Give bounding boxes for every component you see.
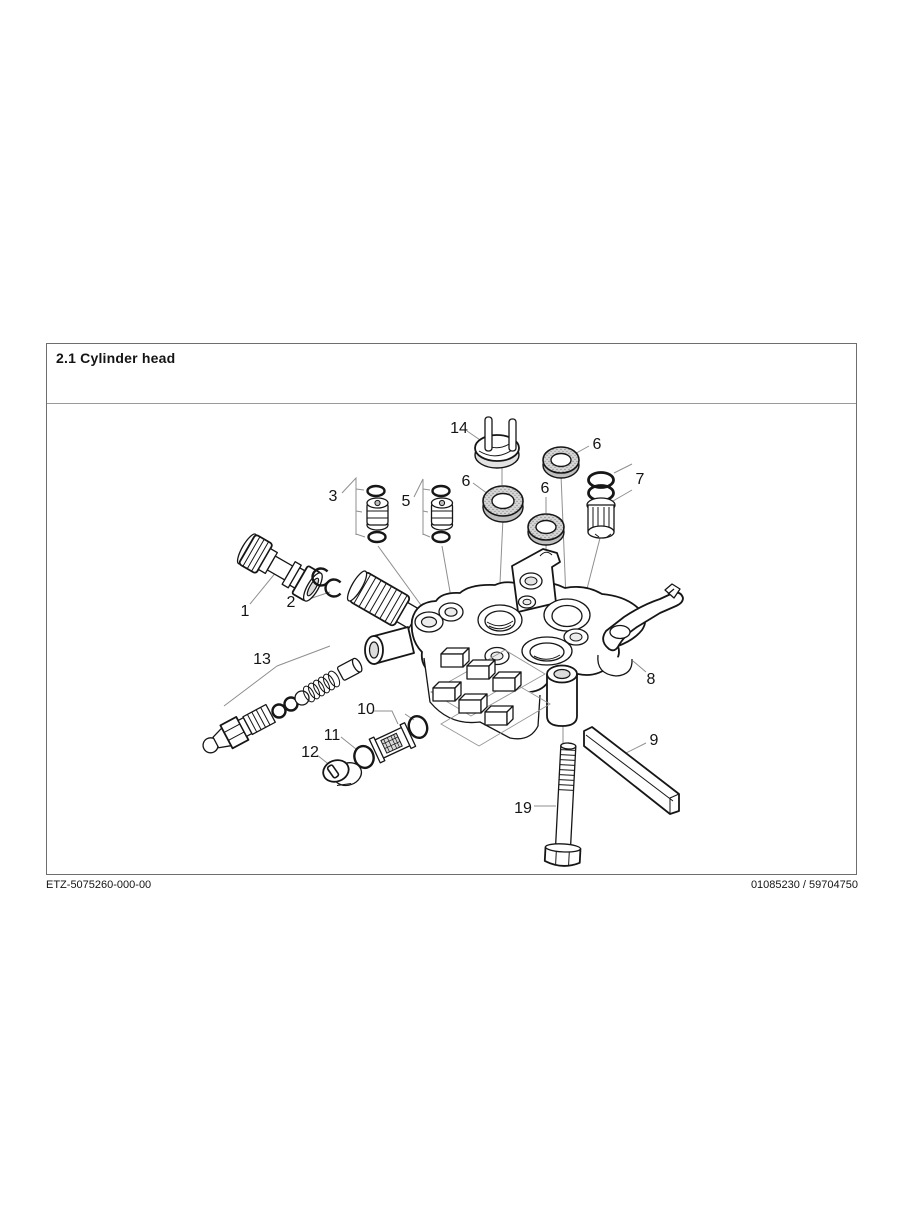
valve-seat-blocks [430, 647, 551, 747]
callout-7: 7 [636, 471, 645, 488]
part-12-plug [322, 759, 363, 787]
footer-drawing-number: ETZ-5075260-000-00 [46, 879, 152, 891]
part-1-coupling [236, 533, 323, 602]
part-6-seal-center [527, 513, 565, 546]
page-title: 2.1 Cylinder head [56, 350, 176, 366]
part-6-seal-top [542, 446, 580, 479]
part-8-bracket-arm [597, 583, 684, 677]
callout-13: 13 [253, 651, 271, 668]
cylinder-head-exploded-diagram: 1 2 3 5 6 6 6 7 8 9 10 11 12 13 14 19 [202, 416, 684, 867]
part-7-valve-cartridge [586, 471, 616, 539]
callout-2: 2 [287, 594, 296, 611]
part-9-plate [583, 726, 680, 815]
callout-19: 19 [514, 800, 532, 817]
callout-11: 11 [324, 727, 341, 744]
part-5-valve-kit [430, 484, 454, 544]
callout-labels: 1 2 3 5 6 6 6 7 8 9 10 11 12 13 14 19 [241, 420, 659, 817]
callout-6-left: 6 [462, 473, 471, 490]
part-14-valve-plate [474, 416, 520, 469]
part-13-unloader-assembly [202, 657, 363, 754]
spring [302, 670, 341, 703]
part-2-retaining-rings [311, 567, 342, 598]
callout-14: 14 [450, 420, 468, 437]
callout-9: 9 [650, 732, 659, 749]
callout-5: 5 [402, 493, 411, 510]
callout-1: 1 [241, 603, 250, 620]
callout-12: 12 [301, 744, 319, 761]
part-19-bolt [543, 742, 582, 867]
left-boss [364, 626, 415, 665]
part-3-valve-kit [366, 484, 389, 544]
callout-3: 3 [329, 488, 338, 505]
callout-8: 8 [647, 671, 656, 688]
part-10-cartridge [368, 714, 429, 764]
callout-10: 10 [357, 701, 375, 718]
callout-6-center: 6 [541, 480, 550, 497]
drawing-frame-header: 2.1 Cylinder head [47, 344, 856, 404]
threaded-inlet-fitting [346, 570, 421, 630]
body-ports [414, 595, 591, 666]
part-6-seal-left [482, 485, 524, 523]
footer-order-numbers: 01085230 / 59704750 [750, 879, 858, 891]
part-11-oring [353, 744, 375, 770]
sleeve-boss [546, 664, 578, 727]
cylinder-head-body [346, 548, 684, 747]
callout-6-top: 6 [593, 436, 602, 453]
